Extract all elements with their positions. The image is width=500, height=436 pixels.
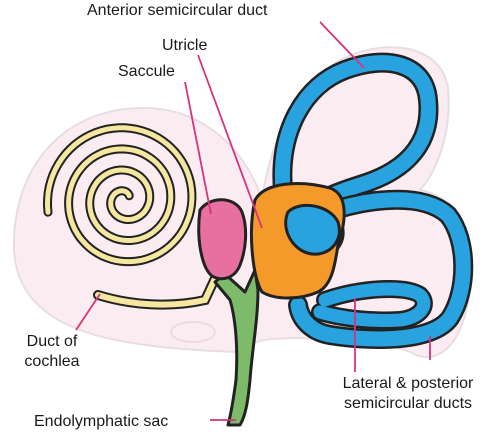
leader-cochlea — [75, 293, 101, 331]
label-endolymphatic-sac: Endolymphatic sac — [34, 413, 169, 430]
saccule — [197, 198, 248, 281]
leader-lines — [75, 21, 431, 421]
label-saccule: Saccule — [118, 63, 175, 80]
label-anterior-semicircular-duct: Anterior semicircular duct — [87, 2, 268, 19]
leader-saccule — [184, 81, 212, 215]
label-duct-of-cochlea-line2: cochlea — [24, 353, 80, 370]
membrane-lobe — [170, 321, 216, 343]
label-duct-of-cochlea: Duct of cochlea — [16, 332, 88, 372]
label-lateral-posterior-line2: semicircular ducts — [343, 395, 473, 412]
label-duct-of-cochlea-line1: Duct of — [26, 333, 78, 350]
cochlear-duct — [42, 123, 223, 310]
leader-anterior — [319, 21, 365, 69]
leader-utricle — [197, 54, 263, 229]
label-lateral-posterior-line1: Lateral & posterior — [342, 375, 474, 392]
label-utricle: Utricle — [162, 37, 208, 54]
label-lateral-posterior-ducts: Lateral & posterior semicircular ducts — [318, 374, 498, 414]
